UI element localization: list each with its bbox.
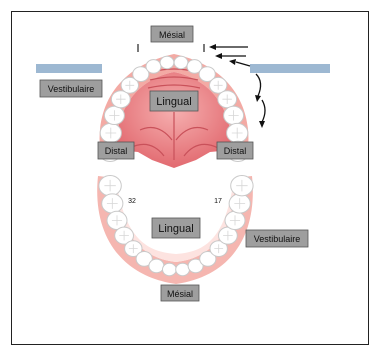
label-distal-right-text: Distal xyxy=(224,146,247,156)
label-distal-right: Distal xyxy=(217,142,253,159)
label-vestibular-lower-text: Vestibulaire xyxy=(254,234,301,244)
tooth-number-32: 32 xyxy=(128,198,136,205)
tooth-number-17: 17 xyxy=(214,198,222,205)
upper-tooth xyxy=(146,60,161,74)
lower-tooth xyxy=(163,263,177,275)
label-mesial-lower: Mésial xyxy=(161,285,199,301)
label-vestibular-upper: Vestibulaire xyxy=(40,80,102,97)
label-distal-left: Distal xyxy=(98,142,134,159)
label-mesial-lower-text: Mésial xyxy=(167,289,193,299)
lower-tooth xyxy=(149,259,164,273)
label-vestibular-upper-text: Vestibulaire xyxy=(48,84,95,94)
right-reference-bar xyxy=(250,64,330,73)
label-lingual-upper-text: Lingual xyxy=(156,96,191,108)
label-lingual-lower: Lingual xyxy=(152,218,200,238)
label-lingual-upper: Lingual xyxy=(150,91,198,111)
label-mesial-upper: Mésial xyxy=(151,26,193,42)
label-mesial-upper-text: Mésial xyxy=(159,30,185,40)
upper-tooth xyxy=(174,56,188,68)
left-reference-bar xyxy=(36,64,102,73)
upper-tooth xyxy=(160,56,174,68)
label-distal-left-text: Distal xyxy=(105,146,128,156)
label-lingual-lower-text: Lingual xyxy=(158,223,193,235)
label-vestibular-lower: Vestibulaire xyxy=(246,230,308,247)
lower-tooth xyxy=(176,263,190,275)
